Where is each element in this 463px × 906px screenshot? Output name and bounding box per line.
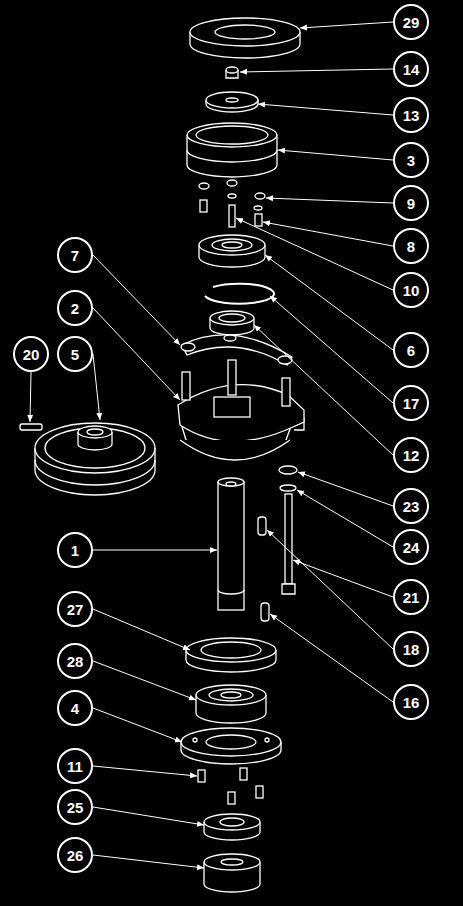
callout-circle: 8 [393,228,429,264]
callout-number: 16 [403,695,420,710]
callout-circle: 4 [57,690,93,726]
callout-circle: 21 [393,579,429,615]
pin-20 [20,424,42,430]
callout-number: 7 [71,248,79,263]
callout-number: 21 [403,590,420,605]
bearing-28 [196,685,266,723]
callout-circle: 17 [393,385,429,421]
callout-circle: 23 [393,488,429,524]
callout-circle: 9 [393,185,429,221]
leader-lines [30,22,393,868]
callout-circle: 26 [57,837,93,873]
callout-circle: 27 [57,591,93,627]
callout-circle: 13 [393,97,429,133]
callout-circle: 6 [393,332,429,368]
nut-14 [226,67,238,78]
callout-circle: 24 [393,529,429,565]
screws-11 [198,768,263,804]
callout-circle: 5 [57,336,93,372]
callout-circle: 10 [393,272,429,308]
flange-4 [181,728,281,764]
bearing-6 [199,235,265,267]
callout-circle: 18 [393,631,429,667]
plate-2 [178,360,304,460]
callout-number: 20 [23,347,40,362]
callout-number: 4 [71,701,79,716]
cap-29 [190,18,300,58]
callout-number: 10 [403,283,420,298]
callout-circle: 1 [57,532,93,568]
callout-number: 3 [407,153,415,168]
callout-number: 23 [403,499,420,514]
callout-number: 17 [403,396,420,411]
callout-circle: 12 [393,437,429,473]
collar-26 [204,854,260,892]
callout-number: 13 [403,108,420,123]
callout-circle: 14 [393,51,429,87]
callout-number: 1 [71,543,79,558]
callout-number: 27 [67,602,84,617]
callout-number: 29 [403,15,420,30]
callout-circle: 3 [393,142,429,178]
housing-3 [187,123,277,177]
callout-number: 6 [407,343,415,358]
bearing-25 [204,814,260,840]
callout-number: 8 [407,239,415,254]
callout-circle: 16 [393,684,429,720]
bracket-7 [181,335,292,365]
callout-number: 18 [403,642,420,657]
keys-16-18 [258,517,269,621]
callout-circle: 20 [13,336,49,372]
callout-number: 9 [407,196,415,211]
callout-circle: 2 [57,290,93,326]
shaft-1 [218,478,244,610]
bolt-21 [279,466,297,594]
callout-circle: 7 [57,237,93,273]
callout-number: 24 [403,540,420,555]
seal-27 [186,638,276,672]
callout-number: 11 [67,759,83,774]
sleeve-12 [210,311,254,335]
snap-ring-17 [205,284,274,304]
callout-circle: 11 [57,748,93,784]
callout-number: 5 [71,347,79,362]
callout-number: 25 [67,800,84,815]
callout-circle: 29 [393,4,429,40]
callout-circle: 28 [57,643,93,679]
fasteners-8-9-10 [199,180,265,227]
callout-number: 12 [403,448,420,463]
callout-number: 14 [403,62,420,77]
callout-circle: 25 [57,789,93,825]
pulley-5 [35,423,155,495]
washer-13 [206,92,258,112]
callout-number: 26 [67,848,84,863]
callout-number: 2 [71,301,79,316]
callout-number: 28 [67,654,84,669]
